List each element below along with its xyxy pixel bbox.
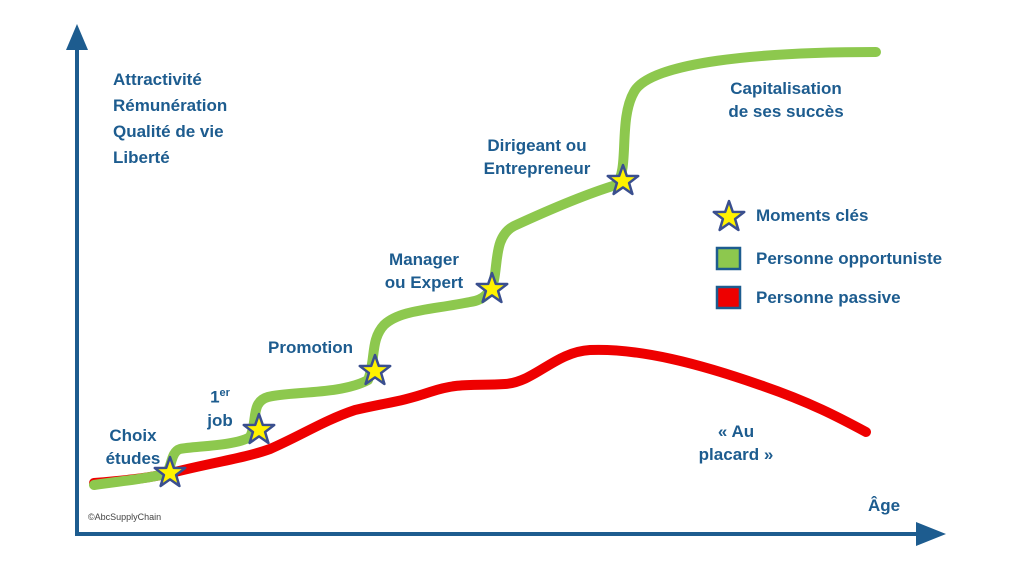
milestone-label-line: études [105,449,161,468]
star-icon-promotion [358,353,392,386]
milestone-label-line: 1er [200,382,240,409]
ordinal-suffix: er [219,387,230,399]
x-axis-label: Âge [868,496,901,515]
label-line: placard » [698,445,774,464]
label-line: Capitalisation [730,79,842,98]
milestone-label-line: Dirigeant ou [487,136,587,155]
label-au-placard: « Au placard » [688,420,784,466]
ordinal-number: 1 [210,387,220,407]
legend-star-icon [712,199,746,232]
x-axis-arrowhead [916,522,946,546]
milestone-label-premier-job: 1er job [200,382,240,432]
legend-swatch-opportuniste [715,246,742,271]
y-axis-arrowhead [66,24,88,50]
star-icon-manager [475,271,509,304]
star-icon-dirigeant [606,163,640,196]
y-axis-label: Qualité de vie [113,122,224,141]
milestone-label-dirigeant: Dirigeant ou Entrepreneur [474,134,600,180]
y-axis-label: Liberté [113,148,170,167]
legend-moments-cles: Moments clés [756,206,869,225]
label-capitalisation: Capitalisation de ses succès [718,77,854,123]
opportunist-person-curve [89,47,881,490]
star-icon-choix-etudes [153,455,187,488]
milestone-label-line: Choix [109,426,157,445]
label-line: de ses succès [728,102,844,121]
milestone-label-manager: Manager ou Expert [378,248,470,294]
y-axis-label: Attractivité [113,70,202,89]
milestone-label-line: Entrepreneur [483,159,591,178]
label-line: « Au [717,422,755,441]
milestone-label-line: job [207,410,233,430]
legend-swatch-passive [715,285,742,310]
copyright-text: ©AbcSupplyChain [88,512,162,522]
passive-person-curve [89,344,871,488]
milestone-label-choix-etudes: Choix études [99,424,167,470]
milestone-label-line: Manager [389,250,459,269]
milestone-label-line: ou Expert [384,273,464,292]
y-axis-labels: Attractivité Rémunération Qualité de vie… [113,67,227,171]
milestone-label-promotion: Promotion [268,338,353,357]
legend-personne-opportuniste: Personne opportuniste [756,249,943,268]
legend-personne-passive: Personne passive [756,288,901,307]
star-icon-premier-job [242,412,276,445]
y-axis-label: Rémunération [113,96,228,115]
